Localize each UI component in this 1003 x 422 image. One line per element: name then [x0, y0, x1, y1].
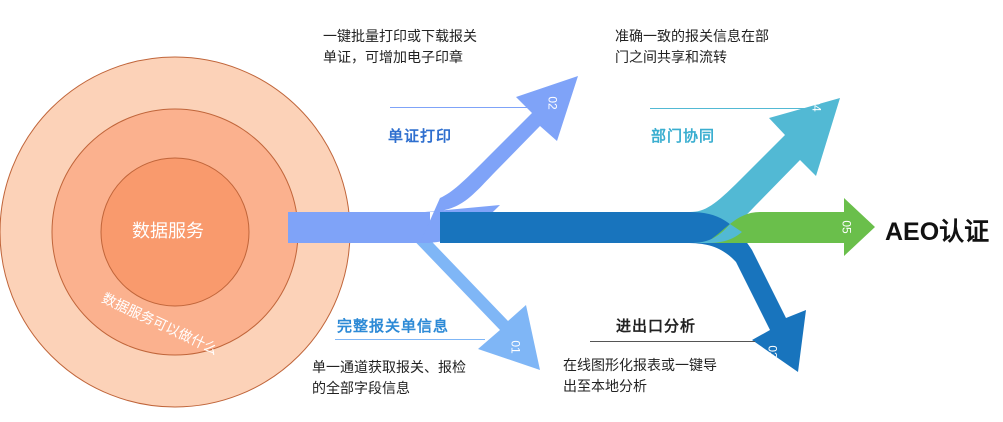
center-label: 数据服务	[132, 221, 204, 242]
arrow-02	[420, 76, 578, 243]
branch-04-desc-line-2: 门之间共享和流转	[615, 50, 727, 66]
branch-02-title: 单证打印	[388, 127, 453, 145]
branch-01-desc-line-1: 单一通道获取报关、报检	[312, 360, 466, 376]
inner-circle	[100, 157, 250, 307]
branch-number-02: 02	[545, 96, 560, 110]
branch-01-desc-line-2: 的全部字段信息	[312, 381, 410, 397]
branch-02-rule	[390, 107, 540, 108]
branch-04-title: 部门协同	[651, 127, 716, 145]
main-flow	[440, 212, 806, 372]
branch-02-desc-line-2: 单证，可增加电子印章	[323, 50, 463, 66]
branch-number-01: 01	[508, 340, 523, 354]
branch-03-desc-line-1: 在线图形化报表或一键导	[563, 358, 717, 374]
branch-02-desc-line-1: 一键批量打印或下载报关	[323, 29, 477, 45]
branch-number-04: 04	[809, 98, 824, 112]
branch-03-rule	[590, 341, 755, 342]
arrow-04	[690, 98, 840, 243]
arrow-01	[402, 221, 540, 370]
junction-cyan	[690, 224, 742, 243]
branch-04-desc-line-1: 准确一致的报关信息在部	[615, 29, 769, 45]
main-stem	[288, 212, 430, 243]
branch-01-rule	[335, 339, 485, 340]
target-label: AEO认证	[885, 218, 990, 246]
branch-03-desc-line-2: 出至本地分析	[563, 379, 647, 395]
branch-number-05: 05	[839, 220, 854, 234]
branch-03-title: 进出口分析	[616, 317, 697, 335]
arrow-05	[705, 198, 875, 256]
branch-01-title: 完整报关单信息	[337, 317, 450, 335]
branch-number-03: 03	[765, 345, 780, 359]
branch-04-rule	[650, 108, 810, 109]
